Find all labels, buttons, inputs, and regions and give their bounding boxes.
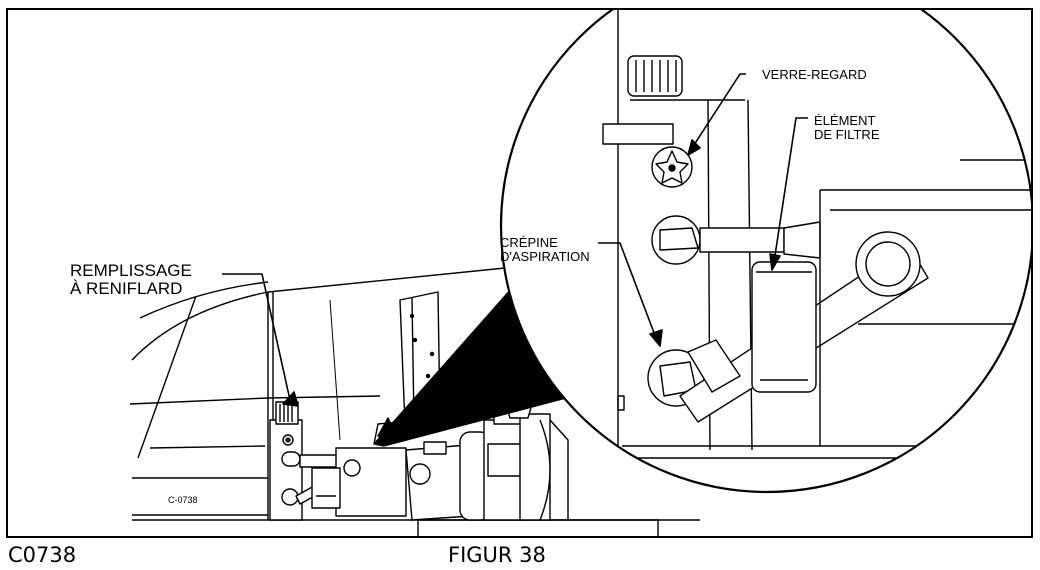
- figure-caption: FIGUR 38: [448, 543, 546, 567]
- footer-code: C0738: [8, 543, 77, 567]
- drawing-code-label: C-0738: [168, 495, 198, 505]
- leader-lines: [222, 73, 808, 407]
- left-assembly: [269, 401, 407, 521]
- detail-circle: [499, 10, 1031, 494]
- sight-glass-label: VERRE-REGARD: [762, 67, 867, 82]
- breather-fill-label: REMPLISSAGE À RENIFLARD: [70, 261, 192, 298]
- figure-frame: [6, 8, 1033, 538]
- filter-element-label: ÉLÉMENT DE FILTRE: [814, 113, 880, 142]
- suction-strainer-label: CRÉPINE D'ASPIRATION: [500, 235, 590, 264]
